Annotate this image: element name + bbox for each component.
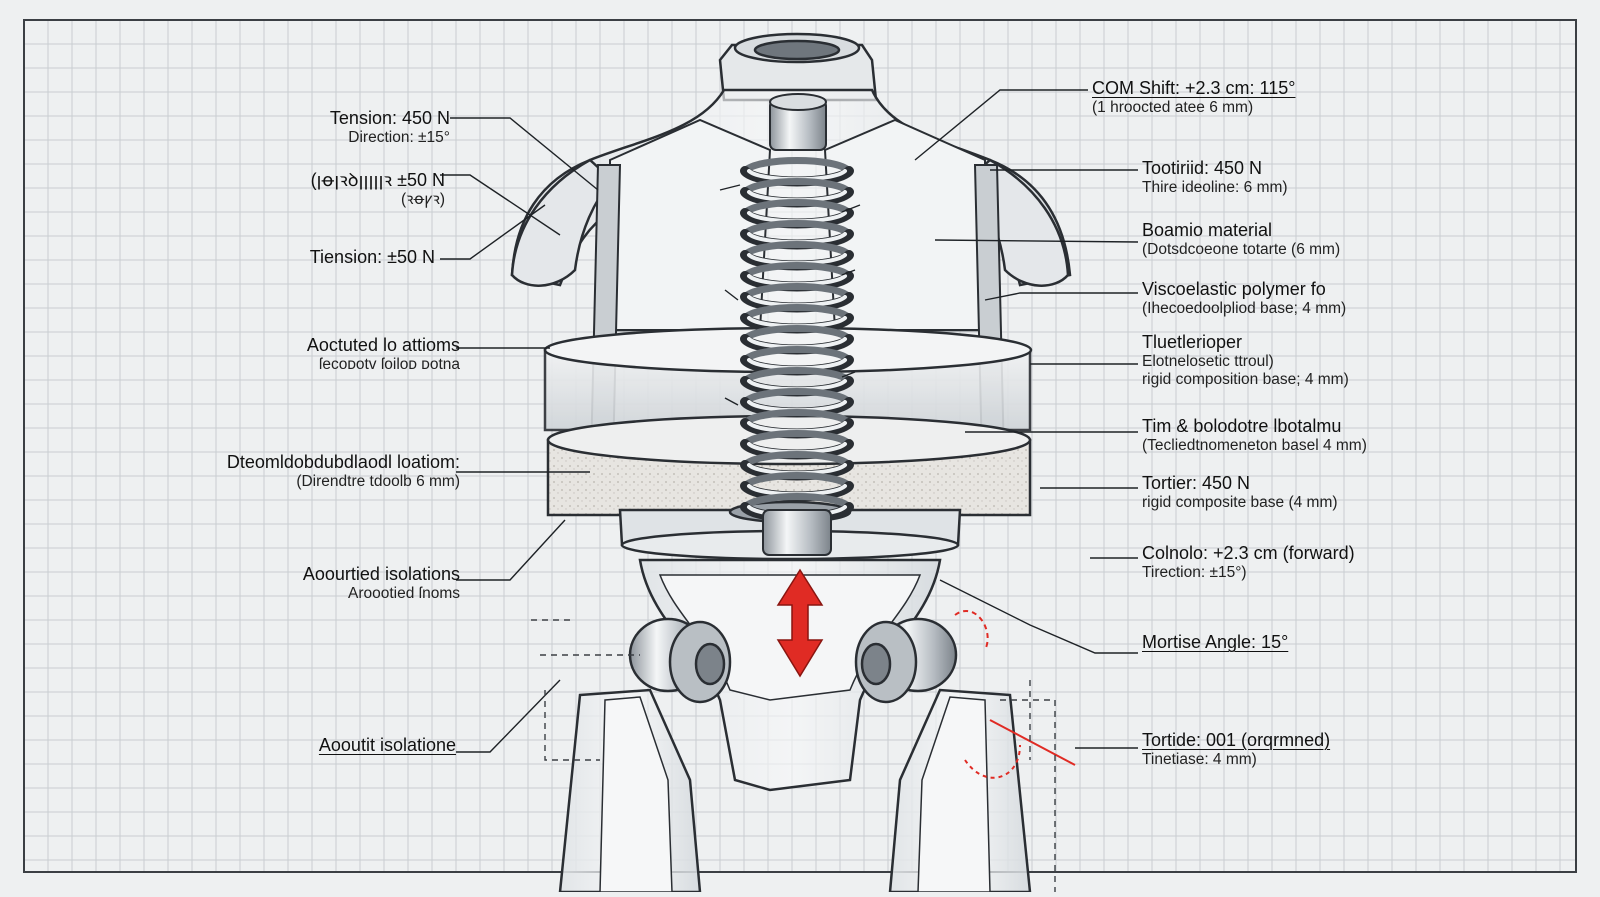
label-left-direction-loading: Dteomldobdubdlaodl loatiom: (Direndtre t…	[227, 452, 460, 491]
leader-line	[841, 371, 856, 378]
label-title: Tootiriid: 450 N	[1142, 158, 1263, 178]
label-title: (ꞁꝋꞁꝛꝺꞁꞁꞁꞁꞁꝛ ±50 N	[310, 170, 445, 190]
label-title: Aoctuted lo attioms	[306, 335, 460, 355]
label-title: Tension: 450 N	[329, 108, 450, 128]
spring-coil-back	[741, 451, 853, 469]
label-sub: (Tecliedtnomeneton basel 4 mm)	[1142, 436, 1367, 454]
leader-line	[724, 397, 739, 406]
label-title: Tortide: 001 (orqrmned)	[1142, 730, 1331, 750]
spring-coil-back	[741, 283, 853, 301]
spring-coil-back	[741, 388, 853, 406]
label-title: Tiension: ±50 N	[309, 247, 435, 267]
leader-line	[841, 204, 861, 213]
label-sub: rigid composition base; 4 mm)	[1142, 370, 1349, 388]
label-sub: rigid composite base (4 mm)	[1142, 493, 1338, 511]
label-left-acoustic-isolation: Aooutit isolatione	[319, 735, 456, 756]
mortise-angle-mark	[954, 609, 1076, 779]
spring-coil-back	[741, 430, 853, 448]
label-left-actuated: Aoctuted lo attioms ſecoᴅotv ſoiloᴅ ᴅotn…	[307, 335, 460, 374]
leader-lines	[440, 89, 1139, 892]
leader-line	[939, 579, 1138, 654]
spring-coil-back	[741, 157, 853, 175]
leader-line	[440, 204, 546, 260]
spring-coil-back	[741, 220, 853, 238]
label-title: Boamio material	[1142, 220, 1273, 240]
spring-coil-back	[741, 409, 853, 427]
label-left-spring-force: (ꞁꝋꞁꝛꝺꞁꞁꞁꞁꞁꝛ ±50 N (ꝛꝋꝩꝛ)	[311, 170, 445, 209]
leader-line	[456, 519, 566, 581]
label-right-com-shift: COM Shift: +2.3 cm: 115° (1 hroocted ate…	[1092, 78, 1295, 117]
label-title: Dteomldobdubdlaodl loatiom:	[226, 452, 460, 472]
label-title: COM Shift: +2.3 cm: 115°	[1092, 78, 1296, 98]
label-sub: (Ihecoedoolpliod base; 4 mm)	[1142, 299, 1347, 317]
label-title: Viscoelastic polymer fo	[1142, 279, 1326, 299]
spring-base	[762, 509, 832, 556]
dashed-construction-line	[1000, 699, 1056, 892]
spring-coil-back	[741, 241, 853, 259]
spring-coil-back	[741, 472, 853, 490]
label-title: Tortier: 450 N	[1142, 473, 1251, 493]
label-sub: ſecoᴅotv ſoiloᴅ ᴅotna	[318, 355, 460, 373]
hip-belt	[543, 326, 1033, 561]
spring-top-cap	[769, 93, 827, 151]
leader-line	[841, 269, 856, 276]
label-right-foam-material: Boamio material (Dotsdcoeone totarte (6 …	[1142, 220, 1340, 259]
spring-coil-back	[741, 346, 853, 364]
leg-shells	[558, 688, 1032, 894]
label-title: Mortise Angle: 15°	[1142, 632, 1289, 652]
label-right-torque: Tootiriid: 450 N Thire ideoline: 6 mm)	[1142, 158, 1288, 197]
label-left-tiension: Tiension: ±50 N	[310, 247, 435, 268]
leader-line	[450, 117, 599, 191]
label-title: Aooutit isolatione	[318, 735, 456, 755]
label-right-viscoelastic: Viscoelastic polymer fo (Ihecoedoolpliod…	[1142, 279, 1346, 318]
label-left-tension: Tension: 450 N Direction: ±15°	[330, 108, 450, 147]
torso-shell	[510, 32, 1072, 501]
com-shift-arrow	[776, 568, 824, 678]
label-sub: Tinetiase: 4 mm)	[1142, 750, 1257, 768]
label-title: Tim & bolodotre lbotalmu	[1142, 416, 1342, 436]
leader-line	[724, 289, 739, 301]
label-title: Tluetlerioper	[1142, 332, 1243, 352]
label-sub: (Dotsdcoeone totarte (6 mm)	[1142, 240, 1341, 258]
leader-line	[984, 292, 1138, 301]
frame-border	[23, 19, 1577, 873]
label-title: Colnolo: +2.3 cm (forward)	[1142, 543, 1355, 563]
spring-coil-back	[741, 493, 853, 511]
label-sub: (ꝛꝋꝩꝛ)	[401, 190, 445, 208]
spring-coil-back	[741, 304, 853, 322]
label-sub: Direction: ±15°	[348, 128, 450, 146]
label-title: Aoourtied isolations	[302, 564, 460, 584]
label-sub: (Direndtre tdoolb 6 mm)	[296, 472, 460, 490]
label-sub: Elotnelosetic ttroul)	[1142, 352, 1274, 370]
label-right-mortise-angle: Mortise Angle: 15°	[1142, 632, 1288, 653]
spring-coil-back	[741, 325, 853, 343]
label-sub: Aroootied ſnoms	[347, 584, 460, 602]
leader-line	[914, 89, 1088, 161]
label-sub: Tirection: ±15°)	[1142, 563, 1247, 581]
label-right-timber: Tim & bolodotre lbotalmu (Tecliedtnomene…	[1142, 416, 1367, 455]
label-sub: (1 hroocted atee 6 mm)	[1092, 98, 1254, 116]
spring-coil-back	[741, 199, 853, 217]
dashed-construction-line	[544, 690, 600, 761]
leader-line	[719, 184, 741, 191]
coil-spring	[740, 157, 854, 556]
label-left-acoustic-isolations: Aoourtied isolations Aroootied ſnoms	[303, 564, 460, 603]
spring-coil-back	[741, 262, 853, 280]
hip-joint-right	[854, 617, 958, 704]
leader-line	[934, 239, 1139, 243]
label-right-colnolo: Colnolo: +2.3 cm (forward) Tirection: ±1…	[1142, 543, 1355, 582]
label-right-thermoplastic: Tluetlerioper Elotnelosetic ttroul) rigi…	[1142, 332, 1349, 388]
label-sub: Thire ideoline: 6 mm)	[1142, 178, 1288, 196]
label-right-tortide: Tortide: 001 (orqrmned) Tinetiase: 4 mm)	[1142, 730, 1330, 769]
label-right-tortier: Tortier: 450 N rigid composite base (4 m…	[1142, 473, 1338, 512]
leader-line	[456, 679, 561, 753]
spring-coil-back	[741, 178, 853, 196]
